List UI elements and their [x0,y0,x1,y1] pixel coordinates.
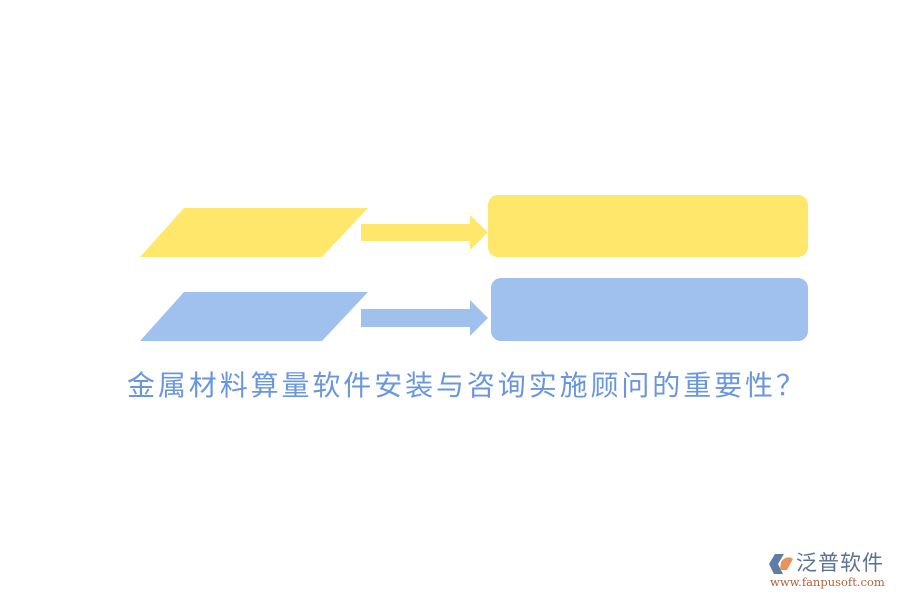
logo: 泛普软件 www.fanpusoft.com [768,550,893,592]
logo-name: 泛普软件 [796,551,884,575]
right-arrow-icon [361,300,488,336]
fanpu-logo-icon [769,554,793,574]
rounded-box-blue [491,278,808,341]
right-arrow-icon [361,215,488,250]
page-title: 金属材料算量软件安装与咨询实施顾问的重要性？ [127,369,807,402]
logo-url: www.fanpusoft.com [770,575,885,589]
parallelogram-blue [140,292,368,341]
parallelogram-yellow [140,208,368,257]
rounded-box-yellow [488,195,808,257]
